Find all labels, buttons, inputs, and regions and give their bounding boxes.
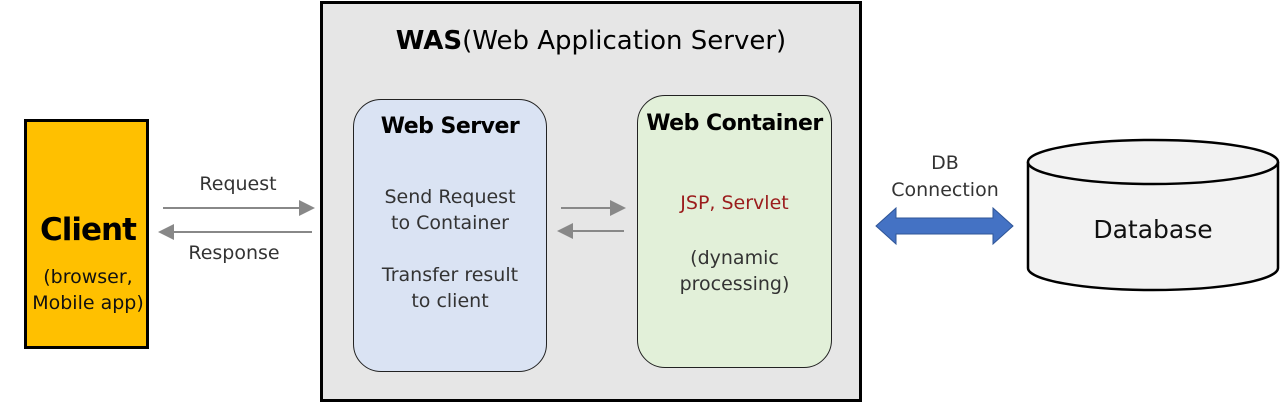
web-server-node — [353, 99, 547, 372]
db-connection-label-line1: DB — [931, 152, 959, 174]
web-container-desc-line1: (dynamic — [690, 247, 779, 269]
client-node — [24, 119, 149, 349]
was-title: WAS(Web Application Server) — [320, 26, 862, 56]
web-server-desc-send: Send Request to Container — [353, 184, 547, 236]
web-server-desc-transfer-line1: Transfer result — [381, 264, 519, 286]
web-server-title: Web Server — [380, 114, 520, 139]
web-container-title: Web Container — [646, 111, 823, 136]
client-subtitle: (browser, Mobile app) — [24, 264, 152, 316]
db-connection-label: DB Connection — [880, 150, 1010, 204]
client-subtitle-line2: Mobile app) — [32, 292, 144, 314]
was-title-bold: WAS — [395, 26, 463, 56]
database-label: Database — [1093, 215, 1213, 244]
web-container-desc-line2: processing) — [679, 273, 790, 295]
web-container-node — [637, 95, 832, 368]
web-server-desc-transfer-line2: to client — [411, 290, 489, 312]
was-title-rest: (Web Application Server) — [462, 26, 787, 56]
request-label: Request — [199, 173, 277, 195]
client-title: Client — [40, 212, 137, 248]
client-subtitle-line1: (browser, — [43, 266, 133, 288]
web-server-desc-send-line1: Send Request — [384, 186, 516, 208]
response-label: Response — [188, 242, 280, 264]
web-container-tech: JSP, Servlet — [680, 192, 789, 214]
web-container-desc: (dynamic processing) — [637, 245, 832, 297]
database-node — [1026, 138, 1280, 292]
db-connection-arrow — [875, 206, 1014, 246]
web-server-desc-transfer: Transfer result to client — [353, 262, 547, 314]
web-server-desc-send-line2: to Container — [391, 212, 509, 234]
db-connection-label-line2: Connection — [891, 179, 999, 201]
